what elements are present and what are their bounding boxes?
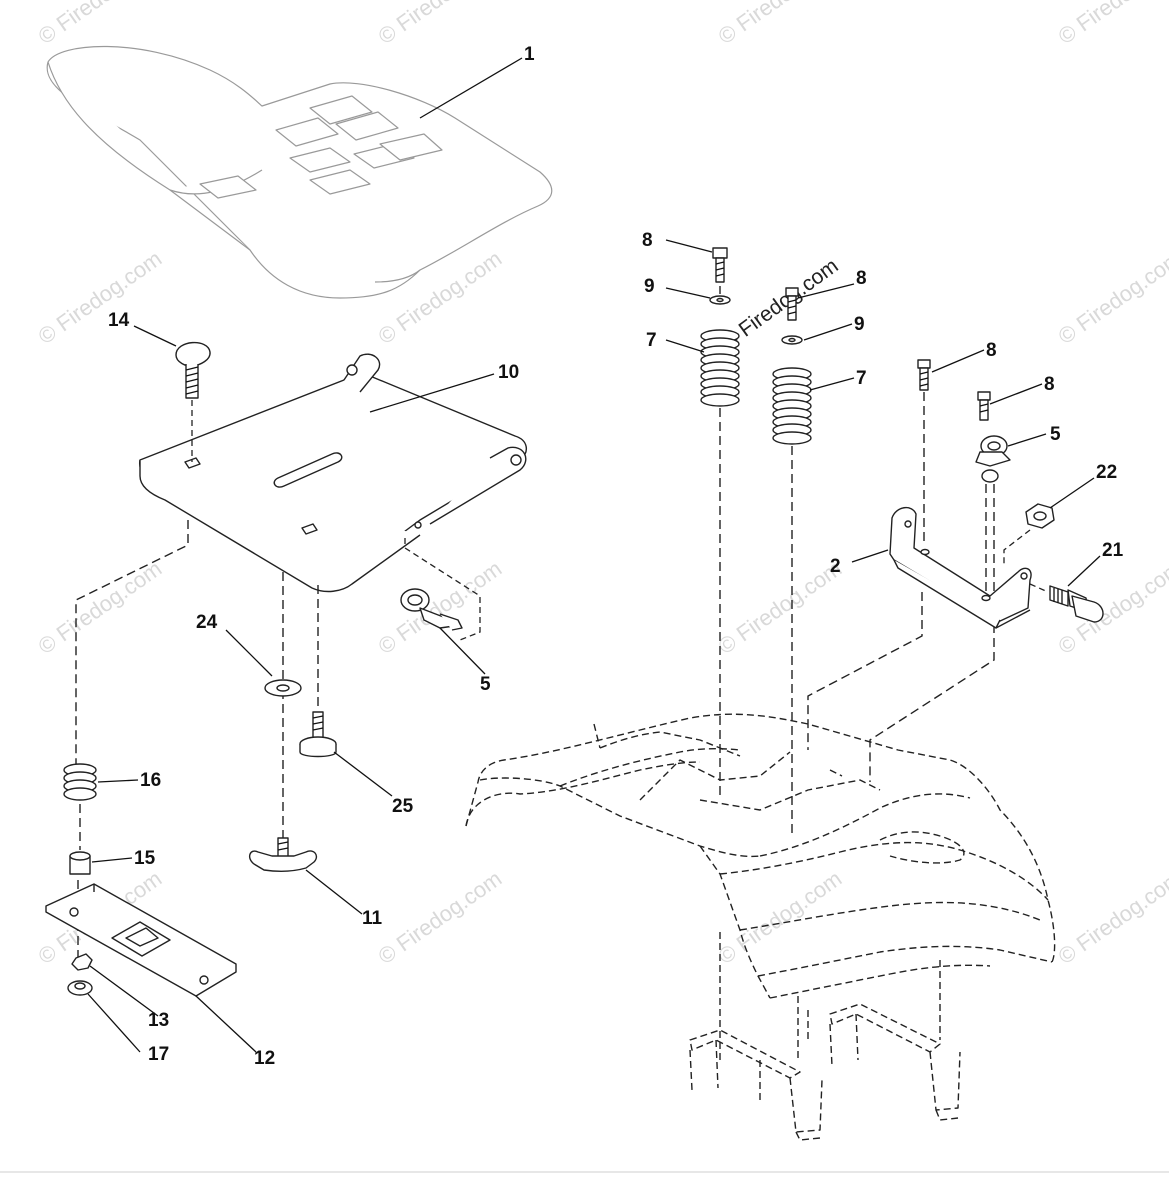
spring-right [772, 367, 812, 445]
watermark: © Firedog.com [714, 866, 847, 969]
watermark: © Firedog.com [1054, 0, 1169, 49]
callout-15: 15 [134, 848, 156, 869]
watermark: © Firedog.com [374, 866, 507, 969]
spring-small [63, 763, 97, 801]
hex-bolt-bracket-left [917, 359, 931, 391]
callout-8-b: 8 [856, 268, 867, 289]
seat-pan [138, 353, 527, 593]
spring-left [700, 329, 740, 407]
flange-nut [67, 980, 93, 996]
callout-labels: 1 14 10 5 24 25 11 16 15 12 13 17 8 9 7 … [108, 44, 1124, 1069]
seat-bracket [889, 507, 1032, 629]
callout-17: 17 [148, 1044, 169, 1065]
hex-bolt-upper-right [785, 287, 799, 321]
watermark: © Firedog.com [1054, 556, 1169, 659]
nut [71, 953, 93, 971]
watermark: © Firedog.com [34, 556, 167, 659]
callout-21: 21 [1102, 540, 1124, 561]
carriage-bolt [175, 341, 211, 462]
callout-8-d: 8 [1044, 374, 1055, 395]
hex-bolt-bracket-right [977, 391, 991, 421]
watermark: © Firedog.com [714, 0, 847, 49]
watermark: © Firedog.com [1054, 246, 1169, 349]
callout-13: 13 [148, 1010, 169, 1031]
callout-1: 1 [524, 44, 535, 65]
clip-left [400, 588, 463, 631]
callout-8-c: 8 [986, 340, 997, 361]
washer-upper-right [781, 335, 803, 345]
callout-7-b: 7 [856, 368, 867, 389]
watermark: © Firedog.com [374, 0, 507, 49]
slide-plate [45, 883, 237, 997]
hex-nut [1025, 503, 1055, 529]
leader-lines [87, 57, 1101, 1053]
callout-10: 10 [498, 362, 519, 383]
watermark: © Firedog.com [374, 556, 507, 659]
spacer [69, 851, 91, 875]
callout-11: 11 [362, 908, 383, 929]
washer-upper-left [709, 295, 731, 305]
watermark: © Firedog.com [34, 246, 167, 349]
clip-right [975, 435, 1011, 483]
callout-9-a: 9 [644, 276, 655, 297]
callout-5-left: 5 [480, 674, 491, 695]
shoulder-bolt-right [1049, 585, 1104, 623]
hex-bolt-upper-left [712, 247, 728, 283]
callout-9-b: 9 [854, 314, 865, 335]
callout-8-a: 8 [642, 230, 653, 251]
watermark: © Firedog.com [1054, 866, 1169, 969]
callout-7-a: 7 [646, 330, 657, 351]
shoulder-bolt [299, 711, 337, 758]
callout-14: 14 [108, 310, 130, 331]
watermark: © Firedog.com [714, 556, 847, 659]
washer [264, 679, 302, 697]
knob [248, 837, 318, 873]
seat [46, 45, 553, 299]
callout-22: 22 [1096, 462, 1117, 483]
watermark: © Firedog.com [34, 0, 167, 49]
callout-25: 25 [392, 796, 414, 817]
callout-24: 24 [196, 612, 218, 633]
callout-2: 2 [830, 556, 841, 577]
frame-fender [465, 713, 1056, 1141]
callout-16: 16 [140, 770, 161, 791]
callout-5-right: 5 [1050, 424, 1061, 445]
callout-12: 12 [254, 1048, 275, 1069]
